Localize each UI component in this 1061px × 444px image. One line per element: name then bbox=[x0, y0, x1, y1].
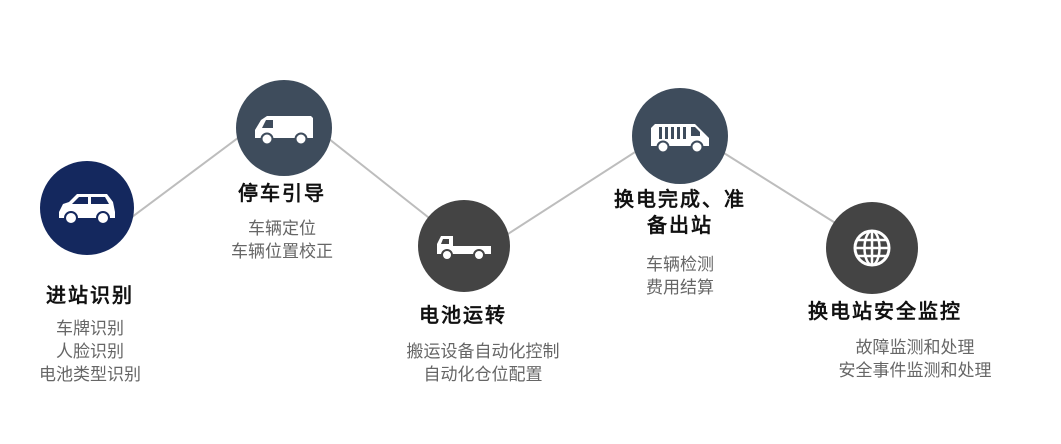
step-3-detail-2: 自动化仓位配置 bbox=[423, 365, 543, 385]
step-1-title: 进站识别 bbox=[46, 283, 134, 307]
step-4-title: 换电完成、准 备出站 bbox=[590, 186, 770, 238]
step-5-circle bbox=[826, 202, 918, 294]
step-4-title-line-1: 换电完成、准 bbox=[614, 187, 746, 211]
van-icon bbox=[251, 108, 317, 148]
step-2-detail-2: 车辆位置校正 bbox=[231, 242, 333, 262]
step-1-details: 车牌识别 人脸识别 电池类型识别 bbox=[20, 318, 160, 387]
connector-line-3-4 bbox=[479, 135, 661, 253]
step-5-detail-1: 故障监测和处理 bbox=[855, 338, 975, 358]
globe-icon bbox=[850, 226, 894, 270]
step-5-detail-2: 安全事件监测和处理 bbox=[838, 361, 992, 381]
step-3-detail-1: 搬运设备自动化控制 bbox=[406, 342, 560, 362]
suv-icon bbox=[55, 188, 119, 228]
step-1-detail-2: 人脸识别 bbox=[56, 342, 124, 362]
step-3-title: 电池运转 bbox=[419, 303, 507, 327]
step-4-circle bbox=[632, 88, 728, 184]
step-2-detail-1: 车辆定位 bbox=[248, 219, 316, 239]
battery-van-icon bbox=[647, 116, 713, 156]
step-4-details: 车辆检测 费用结算 bbox=[620, 254, 740, 300]
step-2-details: 车辆定位 车辆位置校正 bbox=[212, 218, 352, 264]
step-4-detail-1: 车辆检测 bbox=[646, 255, 714, 275]
step-5-title: 换电站安全监控 bbox=[808, 299, 962, 323]
step-1-detail-1: 车牌识别 bbox=[56, 319, 124, 339]
step-1-circle bbox=[40, 161, 134, 255]
step-3-details: 搬运设备自动化控制 自动化仓位配置 bbox=[378, 341, 588, 387]
flatbed-truck-icon bbox=[433, 228, 495, 264]
step-2-title: 停车引导 bbox=[238, 181, 326, 205]
step-3-circle bbox=[418, 200, 510, 292]
step-5-details: 故障监测和处理 安全事件监测和处理 bbox=[810, 337, 1020, 383]
step-4-title-line-2: 备出站 bbox=[647, 213, 713, 237]
step-1-detail-3: 电池类型识别 bbox=[39, 365, 141, 385]
step-2-circle bbox=[236, 80, 332, 176]
step-4-detail-2: 费用结算 bbox=[646, 278, 714, 298]
